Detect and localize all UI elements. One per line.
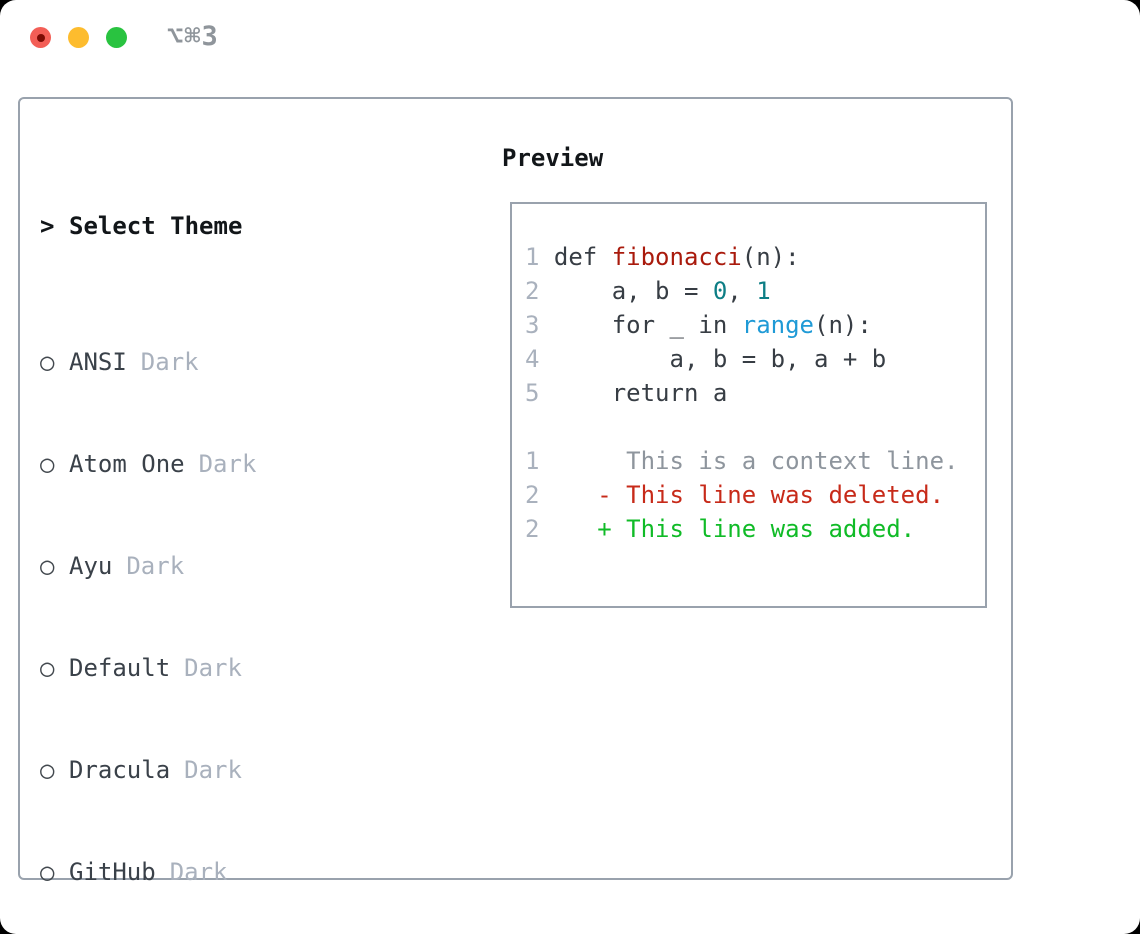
line-number: 2: [525, 481, 540, 509]
titlebar: ⌥⌘3: [0, 0, 1140, 70]
theme-option-ansi-dark[interactable]: ○ ANSI Dark: [40, 345, 490, 379]
line-number: 2: [525, 277, 540, 305]
code-token-function: fibonacci: [611, 243, 742, 271]
theme-variant: Dark: [184, 756, 242, 784]
code-token: return a: [539, 379, 728, 407]
section-title: Select Theme: [69, 212, 243, 240]
prompt-icon: >: [40, 212, 55, 240]
theme-name: Default: [69, 654, 171, 682]
line-number: 3: [525, 311, 540, 339]
code-token: (n):: [741, 243, 800, 271]
unsaved-indicator-icon: [36, 33, 45, 42]
diff-deleted-text: - This line was deleted.: [539, 481, 945, 509]
radio-icon: ○: [40, 450, 55, 478]
preview-title: Preview: [502, 144, 604, 172]
theme-name: GitHub: [69, 858, 156, 886]
theme-variant: Dark: [126, 552, 185, 580]
diff-context-text: This is a context line.: [539, 447, 959, 475]
theme-variant: Dark: [184, 654, 242, 682]
theme-name: Ayu: [69, 552, 113, 580]
theme-name: Atom One: [69, 450, 185, 478]
theme-option-dracula-dark[interactable]: ○ Dracula Dark: [40, 753, 490, 787]
line-number: 1: [525, 447, 540, 475]
radio-icon: ○: [40, 858, 55, 886]
code-token: ,: [727, 277, 757, 305]
theme-option-github-dark[interactable]: ○ GitHub Dark: [40, 855, 490, 889]
diff-added-text: + This line was added.: [539, 515, 916, 543]
diff-context-line: 1 This is a context line.: [525, 444, 985, 478]
code-token: (n):: [814, 311, 872, 339]
code-token-builtin: range: [741, 311, 814, 339]
code-line-3: 3 for _ in range(n):: [525, 308, 985, 342]
code-token: a, b =: [539, 277, 713, 305]
theme-name: ANSI: [69, 348, 127, 376]
theme-option-ayu-dark[interactable]: ○ Ayu Dark: [40, 549, 490, 583]
radio-icon: ○: [40, 756, 55, 784]
line-number: 4: [525, 345, 540, 373]
diff-added-line: 2 + This line was added.: [525, 512, 985, 546]
select-theme-header: > Select Theme: [40, 209, 490, 243]
theme-variant: Dark: [198, 450, 257, 478]
code-token: a, b = b, a + b: [539, 345, 887, 373]
code-token: for _ in: [539, 311, 742, 339]
minimize-button[interactable]: [68, 27, 89, 48]
line-number: 5: [525, 379, 540, 407]
theme-variant: Dark: [140, 348, 199, 376]
spacer: [525, 410, 985, 444]
theme-variant: Dark: [169, 858, 228, 886]
keyboard-shortcut-label: ⌥⌘3: [167, 21, 219, 52]
line-number: 1: [525, 243, 540, 271]
code-line-4: 4 a, b = b, a + b: [525, 342, 985, 376]
code-line-5: 5 return a: [525, 376, 985, 410]
code-token-number: 0: [712, 277, 728, 305]
radio-icon: ○: [40, 552, 55, 580]
theme-option-default-dark[interactable]: ○ Default Dark: [40, 651, 490, 685]
radio-icon: ○: [40, 654, 55, 682]
code-token-number: 1: [756, 277, 771, 305]
theme-option-atom-one-dark[interactable]: ○ Atom One Dark: [40, 447, 490, 481]
diff-deleted-line: 2 - This line was deleted.: [525, 478, 985, 512]
zoom-button[interactable]: [106, 27, 127, 48]
radio-icon: ○: [40, 348, 55, 376]
close-button[interactable]: [30, 27, 51, 48]
code-token: def: [539, 243, 612, 271]
code-line-1: 1 def fibonacci(n):: [525, 240, 985, 274]
code-line-2: 2 a, b = 0, 1: [525, 274, 985, 308]
line-number: 2: [525, 515, 540, 543]
theme-name: Dracula: [69, 756, 171, 784]
preview-box: 1 def fibonacci(n): 2 a, b = 0, 1 3 for …: [510, 202, 987, 608]
